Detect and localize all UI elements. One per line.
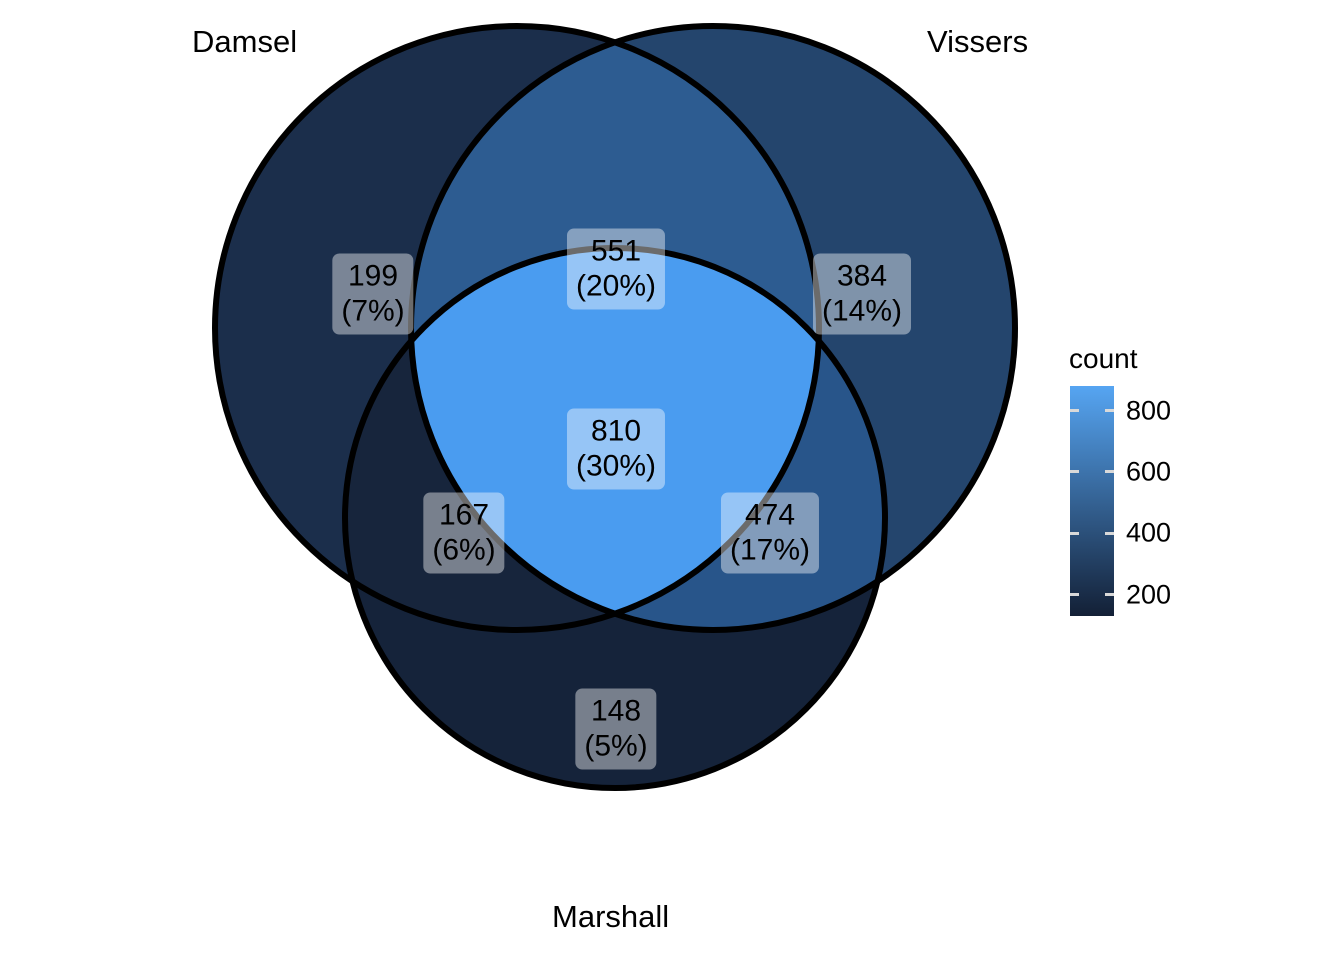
region-label-vissers-only: 384 (14%) — [812, 253, 912, 335]
legend-tick-200-left — [1070, 593, 1079, 597]
region-count: 167 — [438, 498, 490, 532]
legend-tick-600-right — [1105, 470, 1114, 474]
region-count: 148 — [590, 694, 642, 728]
legend-tick-800-right — [1105, 409, 1114, 413]
region-label-all-three: 810 (30%) — [566, 408, 666, 490]
circle-outline-vissers — [408, 23, 1018, 633]
region-percent: (6%) — [432, 533, 496, 567]
legend-tick-label-800: 800 — [1126, 395, 1172, 426]
legend-colorbar-gradient — [1070, 386, 1114, 616]
region-fill-all-three — [411, 248, 819, 630]
region-label-damsel-only: 199 (7%) — [332, 253, 414, 335]
region-percent: (7%) — [341, 294, 405, 328]
legend: count 800 600 400 200 — [1066, 344, 1266, 634]
circle-outline-marshall — [342, 245, 888, 791]
region-label-damsel-marshall: 167 (6%) — [423, 492, 505, 574]
legend-tick-label-400: 400 — [1126, 517, 1172, 548]
region-percent: (30%) — [575, 449, 657, 483]
legend-tick-400-right — [1105, 531, 1114, 535]
region-label-marshall-only: 148 (5%) — [575, 688, 657, 770]
region-percent: (14%) — [821, 294, 903, 328]
region-percent: (5%) — [584, 729, 648, 763]
legend-tick-600-left — [1070, 470, 1079, 474]
legend-tick-800-left — [1070, 409, 1079, 413]
region-count: 551 — [590, 234, 642, 268]
region-count: 384 — [836, 259, 888, 293]
set-label-vissers: Vissers — [927, 24, 1029, 59]
legend-tick-label-600: 600 — [1126, 456, 1172, 487]
legend-colorbar: 800 600 400 200 — [1070, 386, 1171, 616]
legend-tick-label-200: 200 — [1126, 579, 1172, 610]
region-group-all-three — [411, 248, 819, 630]
region-count: 199 — [347, 259, 399, 293]
set-label-damsel: Damsel — [192, 24, 298, 59]
circle-outline-damsel — [212, 23, 822, 633]
region-percent: (20%) — [575, 269, 657, 303]
set-label-marshall: Marshall — [552, 899, 670, 934]
legend-tick-400-left — [1070, 531, 1079, 535]
region-label-damsel-vissers: 551 (20%) — [566, 228, 666, 310]
region-count: 810 — [590, 414, 642, 448]
region-percent: (17%) — [729, 533, 811, 567]
region-label-vissers-marshall: 474 (17%) — [720, 492, 820, 574]
legend-title: count — [1069, 343, 1138, 374]
region-count: 474 — [744, 498, 796, 532]
legend-tick-200-right — [1105, 593, 1114, 597]
